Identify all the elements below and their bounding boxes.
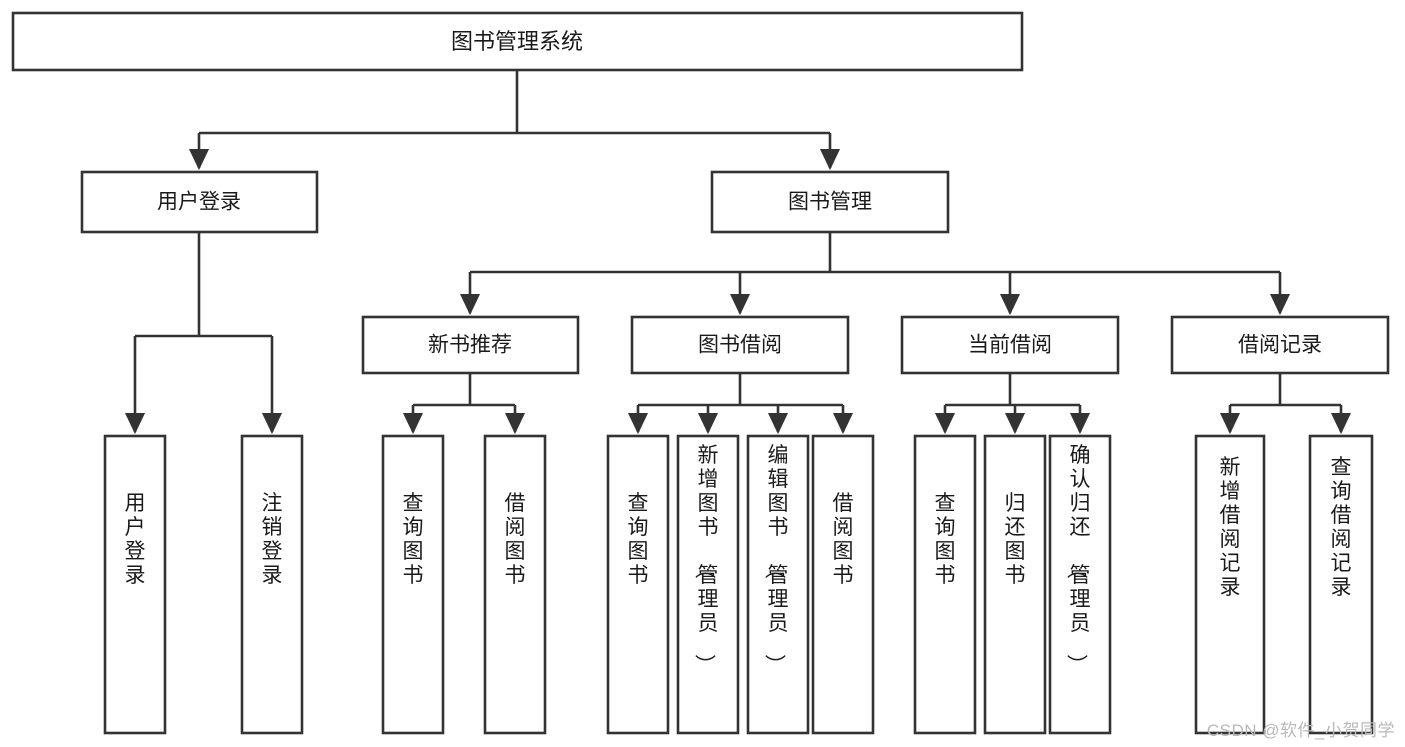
node-leaf-user-login-label: 用户登录	[125, 492, 146, 587]
node-book-borrow-label: 图书借阅	[698, 334, 782, 357]
node-leaf-logout-login[interactable]: 注销登录	[240, 434, 304, 735]
node-leaf-query-book-2[interactable]: 查询图书	[606, 434, 670, 735]
node-leaf-borrow-book-2-label: 借阅图书	[833, 492, 854, 587]
node-leaf-query-book-3[interactable]: 查询图书	[913, 434, 977, 735]
node-leaf-confirm-return-label: 确认归还（管理员）	[1065, 444, 1091, 675]
node-leaf-logout-login-label: 注销登录	[262, 492, 283, 587]
node-leaf-query-book-3-label: 查询图书	[935, 492, 956, 587]
node-leaf-query-book-2-label: 查询图书	[628, 492, 649, 587]
node-leaf-add-book-label: 新增图书（管理员）	[693, 444, 719, 675]
node-user-login[interactable]: 用户登录	[80, 170, 319, 234]
node-leaf-add-record-label: 新增借阅记录	[1220, 456, 1241, 599]
node-leaf-confirm-return-box[interactable]	[1048, 434, 1112, 735]
node-new-book-recommend-box[interactable]	[361, 315, 580, 375]
node-new-book-recommend-label: 新书推荐	[428, 334, 512, 357]
node-leaf-query-book-1-label: 查询图书	[403, 492, 424, 587]
node-leaf-add-book-box[interactable]	[676, 434, 740, 735]
node-book-management-box[interactable]	[710, 170, 950, 234]
node-borrow-record-box[interactable]	[1170, 315, 1390, 375]
node-leaf-borrow-book-1-label: 借阅图书	[505, 492, 526, 587]
node-leaf-add-record[interactable]: 新增借阅记录	[1194, 434, 1266, 735]
node-current-borrow-box[interactable]	[900, 315, 1120, 375]
node-leaf-add-book[interactable]: 新增图书（管理员）	[676, 434, 740, 735]
node-book-management-label: 图书管理	[788, 191, 872, 214]
node-leaf-borrow-book-1-box[interactable]	[483, 434, 547, 735]
node-leaf-logout-login-box[interactable]	[240, 434, 304, 735]
node-leaf-query-book-1[interactable]: 查询图书	[381, 434, 445, 735]
node-leaf-borrow-book-2[interactable]: 借阅图书	[811, 434, 875, 735]
node-root-system[interactable]: 图书管理系统	[11, 11, 1024, 72]
node-leaf-query-book-1-box[interactable]	[381, 434, 445, 735]
node-leaf-borrow-book-1[interactable]: 借阅图书	[483, 434, 547, 735]
node-user-login-box[interactable]	[80, 170, 319, 234]
node-leaf-query-record-label: 查询借阅记录	[1331, 456, 1352, 599]
csdn-watermark: CSDN @软件_小贺同学	[1206, 721, 1395, 740]
node-current-borrow[interactable]: 当前借阅	[900, 315, 1120, 375]
node-root-box[interactable]	[11, 11, 1024, 72]
node-book-borrow-box[interactable]	[630, 315, 850, 375]
node-leaf-borrow-book-2-box[interactable]	[811, 434, 875, 735]
node-leaf-return-book[interactable]: 归还图书	[983, 434, 1047, 735]
node-user-login-label: 用户登录	[157, 191, 241, 214]
node-leaf-return-book-box[interactable]	[983, 434, 1047, 735]
node-leaf-query-record[interactable]: 查询借阅记录	[1308, 434, 1374, 735]
node-leaf-query-record-box[interactable]	[1308, 434, 1374, 735]
connector-layer	[124, 70, 1352, 435]
node-current-borrow-label: 当前借阅	[968, 334, 1052, 357]
node-leaf-edit-book-label: 编辑图书（管理员）	[763, 444, 789, 675]
node-borrow-record[interactable]: 借阅记录	[1170, 315, 1390, 375]
node-leaf-add-record-box[interactable]	[1194, 434, 1266, 735]
node-book-borrow[interactable]: 图书借阅	[630, 315, 850, 375]
node-root-label: 图书管理系统	[451, 29, 583, 54]
node-leaf-user-login[interactable]: 用户登录	[103, 434, 167, 735]
node-leaf-confirm-return[interactable]: 确认归还（管理员）	[1048, 434, 1112, 735]
node-leaf-edit-book-box[interactable]	[746, 434, 810, 735]
node-leaf-query-book-3-box[interactable]	[913, 434, 977, 735]
node-leaf-user-login-box[interactable]	[103, 434, 167, 735]
node-leaf-query-book-2-box[interactable]	[606, 434, 670, 735]
node-new-book-recommend[interactable]: 新书推荐	[361, 315, 580, 375]
node-leaf-return-book-label: 归还图书	[1005, 492, 1026, 587]
node-leaf-edit-book[interactable]: 编辑图书（管理员）	[746, 434, 810, 735]
node-book-management[interactable]: 图书管理	[710, 170, 950, 234]
node-borrow-record-label: 借阅记录	[1238, 334, 1322, 357]
